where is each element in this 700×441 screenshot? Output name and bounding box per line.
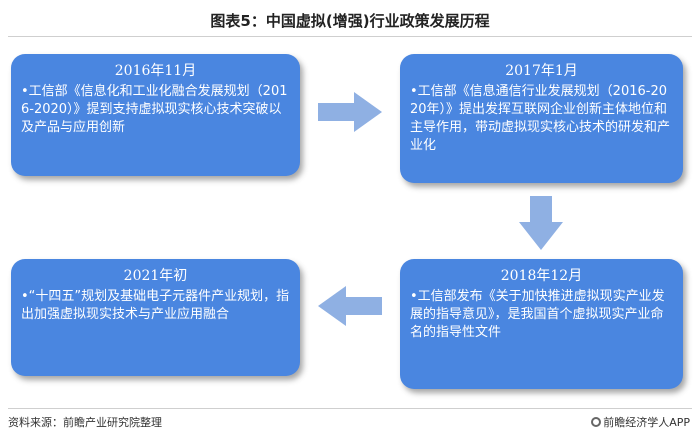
- timeline-box-2017: 2017年1月 •工信部《信息通信行业发展规划（2016-2020年）》提出发挥…: [400, 54, 683, 183]
- box-text: •工信部《信息通信行业发展规划（2016-2020年）》提出发挥互联网企业创新主…: [410, 84, 671, 153]
- box-text: •“十四五”规划及基础电子元器件产业规划，指出加强虚拟现实技术与产业应用融合: [21, 289, 290, 322]
- arrow-right-icon: [318, 92, 382, 132]
- box-date: 2016年11月: [114, 63, 197, 79]
- brand-logo-icon: [591, 417, 602, 427]
- arrow-left-icon: [318, 286, 382, 326]
- box-text: •工信部发布《关于加快推进虚拟现实产业发展的指导意见》，是我国首个虚拟现实产业命…: [410, 289, 665, 340]
- page-title: 图表5：中国虚拟(增强)行业政策发展历程: [210, 12, 490, 30]
- box-date: 2021年初: [123, 268, 188, 284]
- arrow-down-icon: [519, 196, 563, 250]
- box-date: 2017年1月: [505, 63, 578, 79]
- timeline-box-2018: 2018年12月 •工信部发布《关于加快推进虚拟现实产业发展的指导意见》，是我国…: [400, 259, 683, 389]
- box-text: •工信部《信息化和工业化融合发展规划（2016-2020）》提到支持虚拟现实核心…: [21, 84, 288, 135]
- source-note: 资料来源：前瞻产业研究院整理: [8, 416, 162, 429]
- box-date: 2018年12月: [500, 268, 583, 284]
- title-divider: [8, 36, 692, 37]
- timeline-box-2021: 2021年初 •“十四五”规划及基础电子元器件产业规划，指出加强虚拟现实技术与产…: [11, 259, 300, 376]
- footer-divider: [8, 408, 692, 409]
- brand-credit: 前瞻经济学人APP: [591, 414, 690, 430]
- timeline-box-2016: 2016年11月 •工信部《信息化和工业化融合发展规划（2016-2020）》提…: [11, 54, 300, 176]
- brand-name: 前瞻经济学人APP: [603, 416, 690, 429]
